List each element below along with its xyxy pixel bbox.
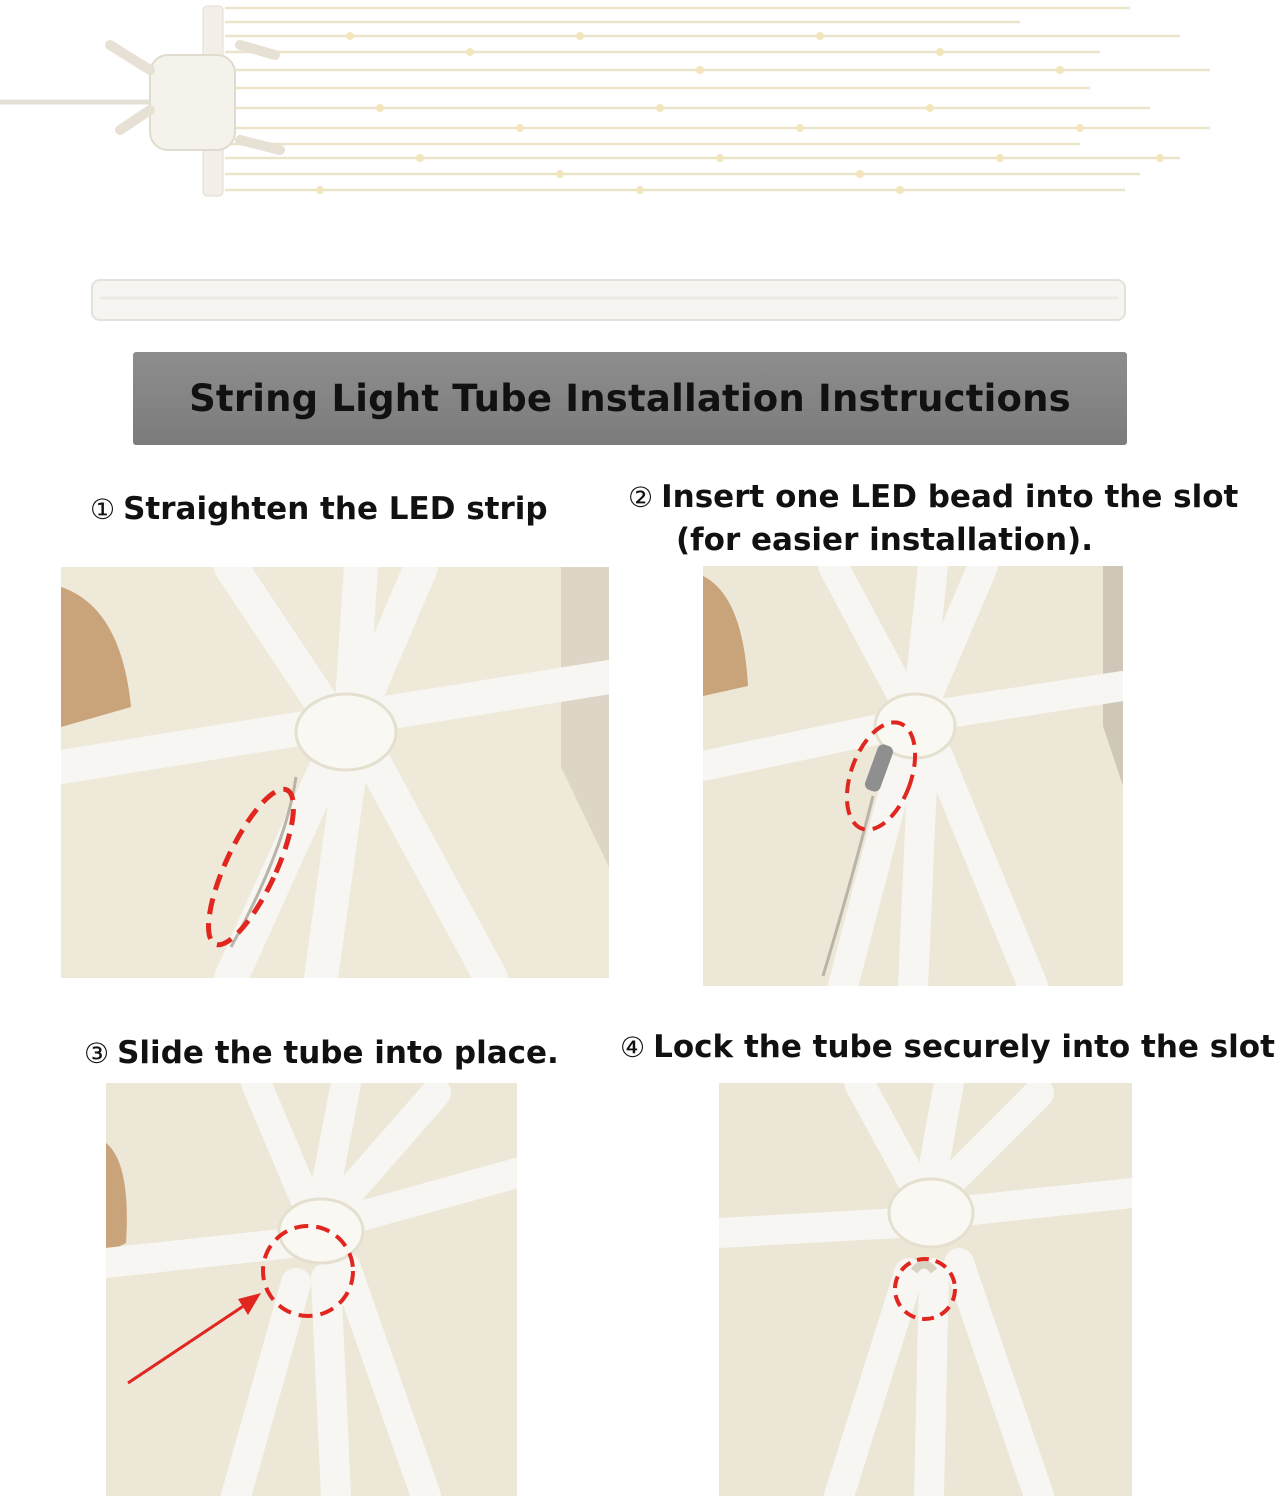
- title-banner: String Light Tube Installation Instructi…: [133, 352, 1127, 445]
- highlight-ring: [844, 720, 918, 832]
- step-3-number: ③: [84, 1037, 110, 1070]
- banner-title: String Light Tube Installation Instructi…: [189, 377, 1071, 420]
- step-4-text: Lock the tube securely into the slot.: [653, 1029, 1278, 1065]
- step-2-photo: [703, 566, 1123, 986]
- step-2-number: ②: [628, 481, 654, 514]
- led-beads: [316, 32, 1164, 194]
- step-1-number: ①: [90, 493, 116, 526]
- step-2-text: Insert one LED bead into the slot: [661, 479, 1239, 515]
- highlight-ring: [893, 1257, 957, 1321]
- step-3-text: Slide the tube into place.: [117, 1035, 559, 1071]
- step-1-photo: [61, 567, 609, 978]
- step-4-number: ④: [620, 1031, 646, 1064]
- step-3-photo: [106, 1083, 517, 1496]
- step-4-photo: [719, 1083, 1132, 1496]
- spare-tube: [91, 279, 1126, 321]
- step-1-text: Straighten the LED strip: [123, 491, 548, 527]
- light-strings: [225, 6, 1210, 192]
- highlight-ring: [261, 1224, 355, 1318]
- red-arrow-icon: [127, 1299, 252, 1385]
- step-2-text-line2: (for easier installation).: [676, 522, 1093, 558]
- hub-connector: [105, 5, 285, 197]
- product-photo-light-strings: [0, 5, 1210, 321]
